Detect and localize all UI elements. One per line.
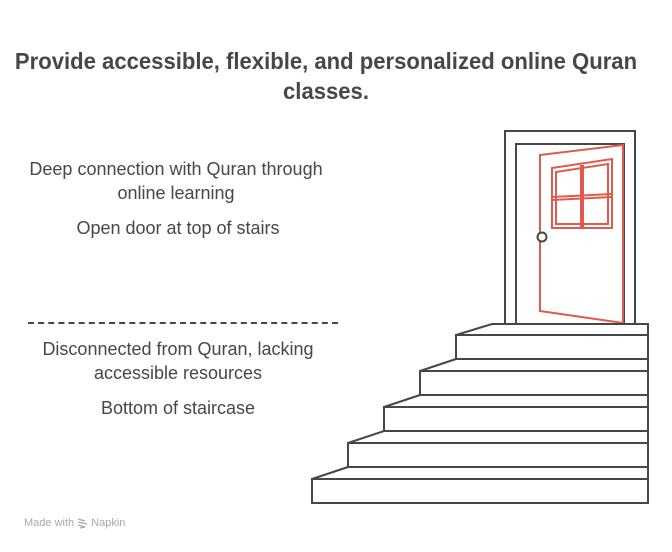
made-with-label: Made with (24, 517, 75, 529)
top-visual-label: Open door at top of stairs (76, 218, 280, 238)
staircase-icon (311, 323, 649, 504)
top-description: Deep connection with Quran through onlin… (29, 159, 323, 203)
door-knob-icon (536, 231, 548, 243)
section-divider (28, 322, 338, 324)
open-door-icon (539, 143, 624, 325)
napkin-logo-icon (77, 517, 88, 529)
bottom-visual-label: Bottom of staircase (100, 398, 256, 418)
page-title: Provide accessible, flexible, and person… (14, 48, 638, 104)
footer: Made with Napkin (24, 517, 125, 529)
bottom-description: Disconnected from Quran, lacking accessi… (42, 339, 314, 383)
napkin-brand-link[interactable]: Napkin (91, 517, 126, 529)
